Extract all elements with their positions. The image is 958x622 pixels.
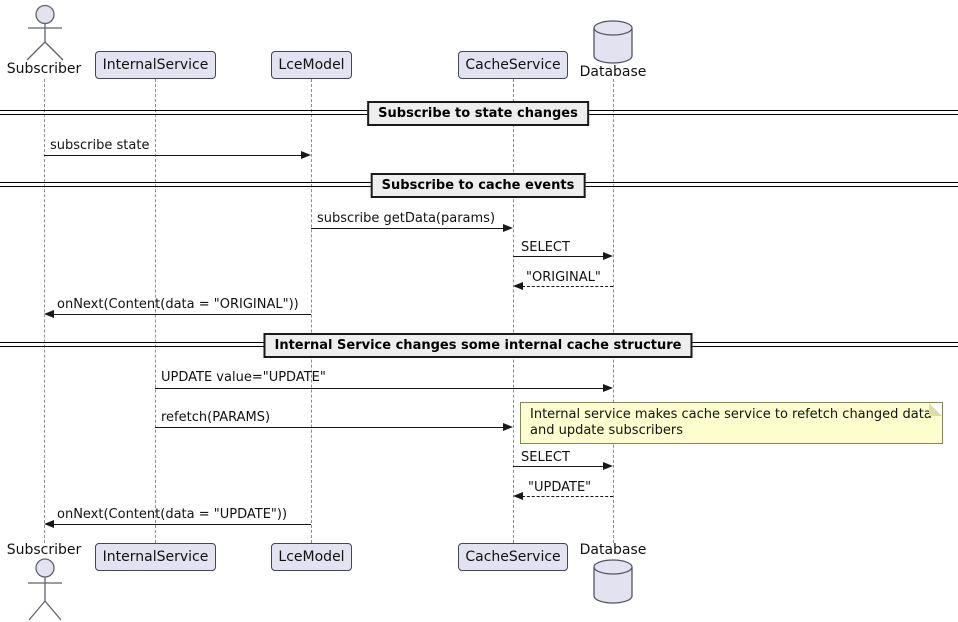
- lifeline-database: [613, 79, 614, 543]
- participant-box-cache-service-bottom: CacheService: [458, 543, 568, 571]
- message-line-original-return: [522, 286, 613, 287]
- message-label-refetch: refetch(PARAMS): [161, 410, 271, 425]
- participant-label-subscriber-bottom: Subscriber: [6, 542, 82, 558]
- message-label-subscribe-state: subscribe state: [50, 138, 150, 153]
- participant-label-cache-service-bottom: CacheService: [465, 549, 561, 565]
- arrowhead-right-icon: [503, 423, 513, 431]
- participant-label-internal-service-bottom: InternalService: [102, 549, 209, 565]
- participant-box-lce-model-bottom: LceModel: [271, 543, 352, 571]
- message-label-select-2: SELECT: [521, 450, 570, 465]
- message-line-select-1: [513, 256, 604, 257]
- note-refetch: Internal service makes cache service to …: [520, 402, 943, 444]
- database-icon-bottom: [593, 559, 633, 604]
- arrowhead-left-icon: [44, 520, 54, 528]
- divider-label-internal-cache-change: Internal Service changes some internal c…: [263, 333, 693, 358]
- message-line-refetch: [155, 427, 504, 428]
- arrowhead-right-icon: [503, 224, 513, 232]
- message-line-update-return: [522, 496, 613, 497]
- note-text: Internal service makes cache service to …: [530, 407, 932, 438]
- divider-label-subscribe-state: Subscribe to state changes: [367, 101, 589, 126]
- message-line-subscribe-getdata: [311, 228, 504, 229]
- message-label-subscribe-getdata: subscribe getData(params): [317, 211, 496, 226]
- lifeline-cache-service: [513, 79, 514, 543]
- participant-label-database-top: Database: [579, 64, 647, 80]
- participant-label-lce-model-bottom: LceModel: [278, 549, 345, 565]
- participant-box-internal-service-top: InternalService: [95, 51, 216, 79]
- database-icon-top: [593, 20, 633, 64]
- participant-label-internal-service-top: InternalService: [102, 57, 209, 73]
- participant-box-cache-service-top: CacheService: [458, 51, 568, 79]
- participant-box-internal-service-bottom: InternalService: [95, 543, 216, 571]
- arrowhead-right-icon: [603, 462, 613, 470]
- message-label-update-value: UPDATE value="UPDATE": [161, 370, 326, 385]
- arrowhead-right-icon: [301, 151, 311, 159]
- participant-label-database-bottom: Database: [579, 542, 647, 558]
- participant-label-lce-model-top: LceModel: [278, 57, 345, 73]
- message-line-onnext-update: [54, 524, 311, 525]
- arrowhead-right-icon: [603, 252, 613, 260]
- arrowhead-right-icon: [603, 384, 613, 392]
- message-line-subscribe-state: [44, 155, 302, 156]
- message-line-onnext-original: [54, 314, 311, 315]
- participant-box-lce-model-top: LceModel: [271, 51, 352, 79]
- lifeline-lce-model: [311, 79, 312, 543]
- participant-label-subscriber-top: Subscriber: [6, 61, 82, 77]
- message-line-update-value: [155, 388, 604, 389]
- message-label-original-return: "ORIGINAL": [526, 270, 601, 285]
- participant-label-cache-service-top: CacheService: [465, 57, 561, 73]
- message-label-onnext-original: onNext(Content(data = "ORIGINAL")): [57, 297, 299, 312]
- lifeline-internal-service: [155, 79, 156, 543]
- message-label-onnext-update: onNext(Content(data = "UPDATE")): [57, 507, 288, 522]
- actor-icon-subscriber-top: [26, 4, 64, 61]
- message-label-select-1: SELECT: [521, 240, 570, 255]
- arrowhead-left-icon: [513, 492, 523, 500]
- actor-icon-subscriber-bottom: [28, 558, 62, 621]
- arrowhead-left-icon: [44, 310, 54, 318]
- divider-label-subscribe-cache: Subscribe to cache events: [370, 173, 586, 198]
- message-label-update-return: "UPDATE": [528, 480, 592, 495]
- message-line-select-2: [513, 466, 604, 467]
- arrowhead-left-icon: [513, 282, 523, 290]
